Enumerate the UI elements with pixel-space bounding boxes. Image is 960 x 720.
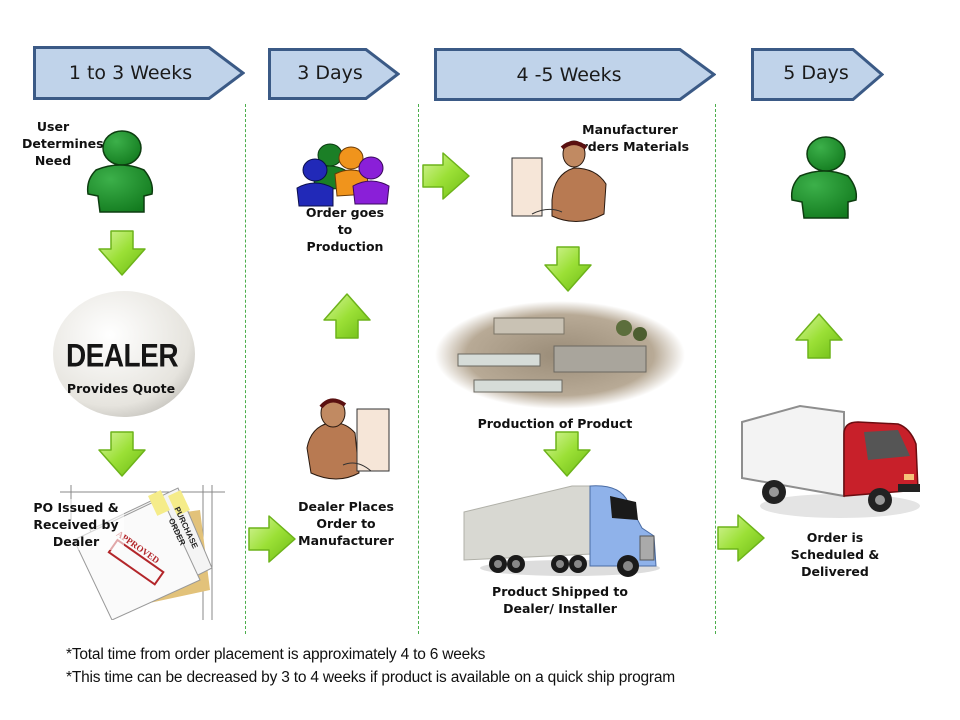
phase-chevron-3: 4 -5 Weeks <box>434 48 716 101</box>
right-arrow-icon <box>717 514 765 562</box>
phase-chevron-1: 1 to 3 Weeks <box>33 46 245 100</box>
step-label-po-issued: PO Issued & Received by Dealer <box>28 499 124 550</box>
right-arrow-icon <box>248 515 296 563</box>
step-label-order-delivered: Order is Scheduled & Delivered <box>790 530 880 579</box>
factory-aerial-image <box>435 301 685 409</box>
up-arrow-icon <box>795 313 843 359</box>
up-arrow-icon <box>323 293 371 339</box>
manufacturer-computer-image <box>511 140 607 222</box>
phase-chevron-2: 3 Days <box>268 48 400 100</box>
dealer-disc-image <box>53 291 195 417</box>
down-arrow-icon <box>543 431 591 477</box>
footer-note-quick-ship: *This time can be decreased by 3 to 4 we… <box>66 669 676 686</box>
step-label-manufacturer-orders-materials: Manufacturer Orders Materials <box>570 122 690 154</box>
phase-label: 5 Days <box>783 62 849 84</box>
phase-label: 1 to 3 Weeks <box>68 62 193 84</box>
customer-person-icon <box>790 136 858 219</box>
team-group-icon <box>296 143 390 207</box>
delivery-truck-image <box>741 404 920 518</box>
down-arrow-icon <box>544 246 592 292</box>
step-label-user-determines-need: User Determines Need <box>22 119 104 168</box>
phase-label: 4 -5 Weeks <box>516 63 622 86</box>
semi-truck-image <box>463 485 660 577</box>
step-label-production-of-product: Production of Product <box>477 416 633 431</box>
phase-divider <box>418 104 419 634</box>
down-arrow-icon <box>98 230 146 276</box>
phase-chevron-4: 5 Days <box>751 48 884 101</box>
footer-note-total-time: *Total time from order placement is appr… <box>66 646 486 663</box>
step-label-product-shipped: Product Shipped to Dealer/ Installer <box>492 584 628 616</box>
dealer-badge-text: DEALER <box>65 337 179 374</box>
step-label-provides-quote: Provides Quote <box>66 381 176 396</box>
user-person-icon <box>86 130 154 213</box>
businessman-computer-image <box>306 398 390 480</box>
phase-divider <box>245 104 246 634</box>
right-arrow-icon <box>422 152 470 200</box>
down-arrow-icon <box>98 431 146 477</box>
step-label-dealer-places-order: Dealer Places Order to Manufacturer <box>298 499 394 548</box>
phase-divider <box>715 104 716 634</box>
step-label-order-goes-to-production: Order goes to Production <box>305 205 385 254</box>
phase-label: 3 Days <box>297 62 363 84</box>
